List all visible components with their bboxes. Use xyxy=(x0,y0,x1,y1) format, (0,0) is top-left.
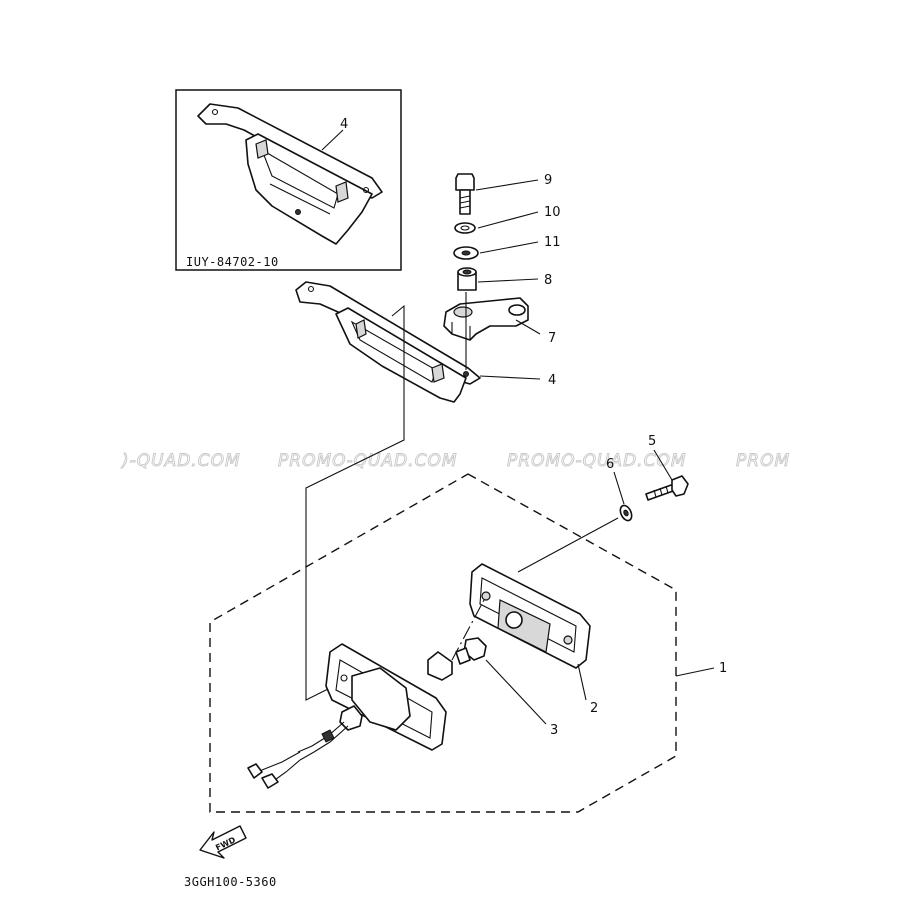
bulb-3 xyxy=(455,637,487,665)
callout-numbers: 9 10 11 8 7 4 5 6 1 2 3 xyxy=(544,173,727,738)
assembly-outline-1 xyxy=(209,473,677,813)
callout-1: 1 xyxy=(719,661,727,676)
drawing-code: 3GGH100-5360 xyxy=(184,875,277,889)
watermark-text-1: )-QUAD.COM xyxy=(120,451,241,471)
bolt-5 xyxy=(645,475,689,501)
callout-4: 4 xyxy=(548,373,556,388)
stay-7 xyxy=(443,297,529,341)
watermark-text-2: PROMO-QUAD.COM xyxy=(278,451,458,471)
washer-6 xyxy=(619,504,633,522)
callout-11: 11 xyxy=(544,235,561,250)
lens-2 xyxy=(469,563,591,669)
callout-7: 7 xyxy=(548,331,556,346)
callout-leaders xyxy=(475,179,715,725)
collar-8 xyxy=(457,267,477,291)
bracket-4 xyxy=(295,281,481,403)
callout-2: 2 xyxy=(590,701,598,716)
watermark-text-3: PROMO-QUAD.COM xyxy=(507,451,687,471)
inset-leader xyxy=(321,129,344,151)
lock-washer-10 xyxy=(454,222,476,234)
callout-10: 10 xyxy=(544,205,561,220)
assembly-lines xyxy=(305,292,467,701)
callout-8: 8 xyxy=(544,273,552,288)
inset-bracket xyxy=(197,103,383,245)
callout-6: 6 xyxy=(606,457,614,472)
socket xyxy=(427,599,485,681)
washer-11 xyxy=(453,246,479,260)
watermark: )-QUAD.COM PROMO-QUAD.COM PROMO-QUAD.COM… xyxy=(120,451,790,472)
leader-line-lens xyxy=(517,517,619,573)
callout-5: 5 xyxy=(648,434,656,449)
watermark-text-4: PROM xyxy=(736,451,790,471)
inset-panel: 4 IUY-84702-10 xyxy=(175,89,402,271)
fwd-arrow-icon: FWD xyxy=(199,825,247,859)
callout-9: 9 xyxy=(544,173,552,188)
bolt-9 xyxy=(455,173,475,215)
housing-base xyxy=(247,643,447,789)
inset-callout: 4 xyxy=(340,117,348,132)
inset-part-code: IUY-84702-10 xyxy=(186,255,279,269)
callout-3: 3 xyxy=(550,723,558,738)
